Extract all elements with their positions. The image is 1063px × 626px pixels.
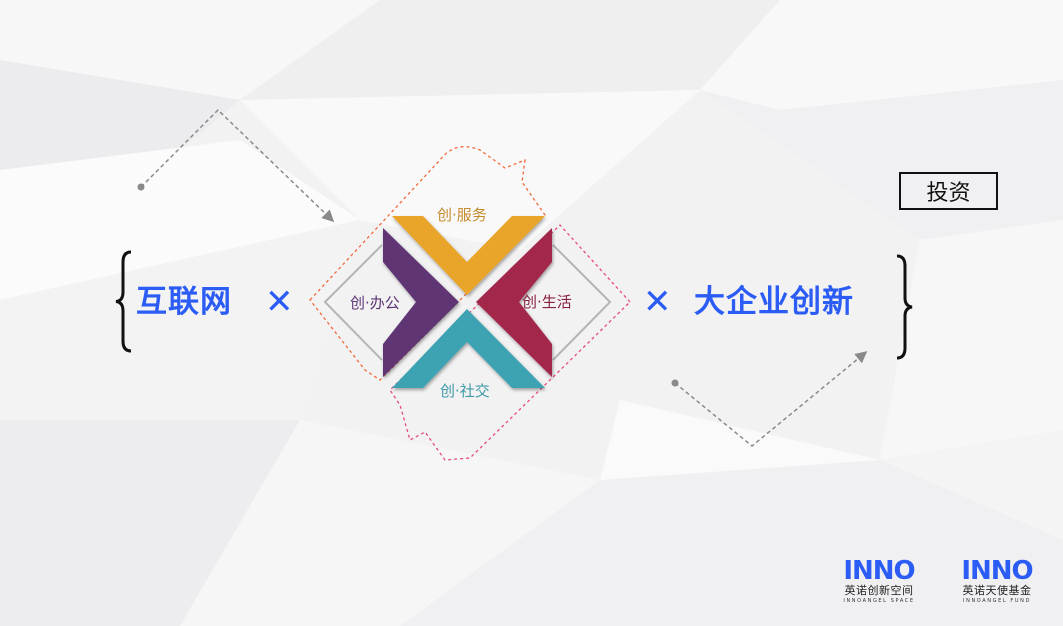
times-icon-right: ✕	[643, 282, 673, 322]
term-enterprise-innovation: 大企业创新	[694, 284, 854, 320]
logo-innoangel-space: INNO 英诺创新空间 INNOANGEL SPACE	[838, 558, 920, 605]
logo-cn-name: 英诺创新空间	[844, 584, 914, 597]
term-internet: 互联网	[136, 284, 232, 320]
times-icon-left: ✕	[265, 282, 295, 322]
invest-label-box: 投资	[899, 172, 998, 210]
chevron-top	[392, 216, 545, 295]
inno-mark: INNO	[961, 556, 1033, 586]
chevron-bottom	[392, 309, 545, 388]
chevron-right	[476, 228, 552, 377]
invest-label: 投资	[926, 181, 971, 206]
logo-en-name: INNOANGEL SPACE	[843, 598, 915, 604]
logo-innoangel-fund: INNO 英诺天使基金 INNOANGEL FUND	[955, 558, 1039, 605]
inno-mark: INNO	[843, 556, 915, 586]
label-life: 创·生活	[522, 293, 572, 311]
left-brace-icon	[115, 250, 132, 353]
chevron-left	[383, 228, 459, 377]
label-services: 创·服务	[437, 206, 487, 224]
label-office: 创·办公	[350, 294, 400, 312]
logo-cn-name: 英诺天使基金	[962, 584, 1032, 597]
logo-en-name: INNOANGEL FUND	[963, 598, 1031, 604]
label-social: 创·社交	[440, 382, 490, 400]
right-brace-icon	[896, 254, 913, 360]
